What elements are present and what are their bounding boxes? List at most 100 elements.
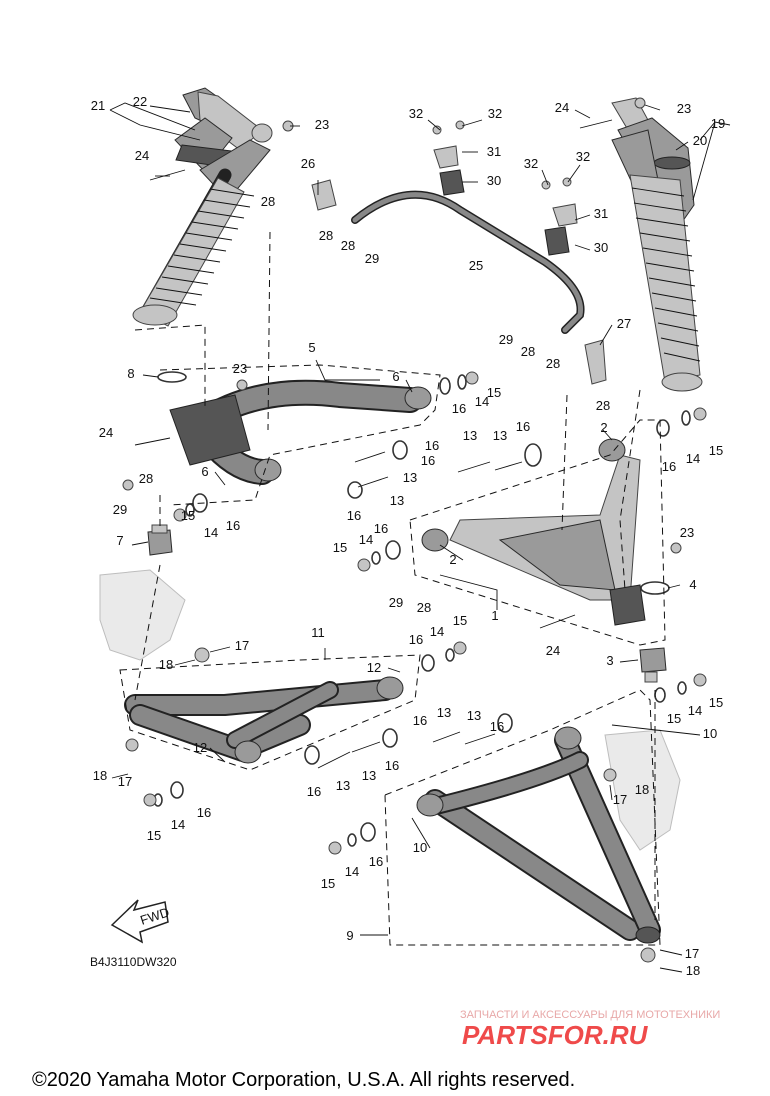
part-callout-15: 15 <box>667 711 681 726</box>
part-callout-13: 13 <box>467 708 481 723</box>
part-callout-23: 23 <box>677 101 691 116</box>
part-callout-16: 16 <box>662 459 676 474</box>
ball-joint-3 <box>639 647 667 683</box>
left-shock-absorber <box>132 87 273 327</box>
part-callout-8: 8 <box>127 366 134 381</box>
part-callout-26: 26 <box>301 156 315 171</box>
part-callout-29: 29 <box>113 502 127 517</box>
diagram-code: B4J3110DW320 <box>90 955 177 969</box>
part-callout-13: 13 <box>390 493 404 508</box>
part-callout-1: 1 <box>491 608 498 623</box>
part-callout-13: 13 <box>437 705 451 720</box>
part-callout-13: 13 <box>336 778 350 793</box>
part-callout-17: 17 <box>685 946 699 961</box>
part-callout-10: 10 <box>413 840 427 855</box>
copyright-notice: ©2020 Yamaha Motor Corporation, U.S.A. A… <box>32 1069 575 1091</box>
right-lower-arm <box>416 726 661 944</box>
part-callout-14: 14 <box>204 525 218 540</box>
part-callout-13: 13 <box>463 428 477 443</box>
right-knuckle <box>604 729 681 851</box>
part-callout-16: 16 <box>385 758 399 773</box>
circlip-8 <box>157 371 187 383</box>
part-callout-4: 4 <box>689 577 696 592</box>
part-callout-16: 16 <box>490 719 504 734</box>
part-callout-14: 14 <box>171 817 185 832</box>
part-callout-18: 18 <box>686 963 700 978</box>
part-callout-16: 16 <box>197 805 211 820</box>
part-callout-14: 14 <box>430 624 444 639</box>
part-callout-13: 13 <box>362 768 376 783</box>
part-callout-23: 23 <box>315 117 329 132</box>
left-spring <box>132 168 255 327</box>
part-callout-24: 24 <box>546 643 560 658</box>
part-callout-27: 27 <box>617 316 631 331</box>
part-callout-15: 15 <box>147 828 161 843</box>
hardware <box>122 97 707 963</box>
part-callout-28: 28 <box>139 471 153 486</box>
part-callout-15: 15 <box>181 508 195 523</box>
left-upper-arm <box>169 379 432 485</box>
part-callout-24: 24 <box>135 148 149 163</box>
part-callout-28: 28 <box>546 356 560 371</box>
ball-joint-7 <box>147 524 173 556</box>
part-callout-15: 15 <box>333 540 347 555</box>
part-callout-29: 29 <box>499 332 513 347</box>
part-callout-13: 13 <box>403 470 417 485</box>
part-callout-5: 5 <box>308 340 315 355</box>
part-callout-16: 16 <box>413 713 427 728</box>
part-callout-23: 23 <box>680 525 694 540</box>
right-spring <box>629 174 703 392</box>
part-callout-16: 16 <box>516 419 530 434</box>
part-callout-24: 24 <box>99 425 113 440</box>
part-callout-28: 28 <box>521 344 535 359</box>
part-callout-19: 19 <box>711 116 725 131</box>
part-callout-6: 6 <box>392 369 399 384</box>
stabilizer-bar <box>311 145 607 385</box>
part-callout-15: 15 <box>709 443 723 458</box>
watermark-logo: PARTSFOR.RU <box>462 1020 649 1050</box>
part-callout-12: 12 <box>367 660 381 675</box>
part-callout-25: 25 <box>469 258 483 273</box>
part-callout-28: 28 <box>341 238 355 253</box>
right-upper-arm <box>421 438 646 626</box>
part-callout-2: 2 <box>600 420 607 435</box>
part-callout-18: 18 <box>159 657 173 672</box>
part-callout-28: 28 <box>261 194 275 209</box>
part-callout-18: 18 <box>93 768 107 783</box>
group-outlines <box>119 231 666 946</box>
part-callout-28: 28 <box>596 398 610 413</box>
part-callout-23: 23 <box>233 361 247 376</box>
part-callout-16: 16 <box>374 521 388 536</box>
watermark-tagline: ЗАПЧАСТИ И АКСЕССУАРЫ ДЛЯ МОТОТЕХНИКИ <box>460 1009 720 1021</box>
part-callout-28: 28 <box>319 228 333 243</box>
part-callout-32: 32 <box>409 106 423 121</box>
part-callout-28: 28 <box>417 600 431 615</box>
part-callout-15: 15 <box>453 613 467 628</box>
part-callout-14: 14 <box>359 532 373 547</box>
part-callout-15: 15 <box>709 695 723 710</box>
part-callout-13: 13 <box>493 428 507 443</box>
part-callout-7: 7 <box>116 533 123 548</box>
leader-lines <box>109 102 731 973</box>
part-callout-15: 15 <box>487 385 501 400</box>
part-callout-30: 30 <box>487 173 501 188</box>
part-callout-2: 2 <box>449 552 456 567</box>
part-callout-14: 14 <box>686 451 700 466</box>
part-callout-29: 29 <box>389 595 403 610</box>
part-callout-12: 12 <box>193 740 207 755</box>
part-callout-16: 16 <box>369 854 383 869</box>
part-callout-6: 6 <box>201 464 208 479</box>
part-callout-17: 17 <box>235 638 249 653</box>
part-callout-31: 31 <box>487 144 501 159</box>
part-callout-14: 14 <box>475 394 489 409</box>
part-callout-14: 14 <box>688 703 702 718</box>
part-callout-32: 32 <box>524 156 538 171</box>
part-callout-16: 16 <box>409 632 423 647</box>
part-callout-17: 17 <box>118 774 132 789</box>
part-callout-11: 11 <box>311 625 325 640</box>
watermark: ЗАПЧАСТИ И АКСЕССУАРЫ ДЛЯ МОТОТЕХНИКИ PA… <box>460 1009 720 1050</box>
part-callout-24: 24 <box>555 100 569 115</box>
part-callout-22: 22 <box>133 94 147 109</box>
